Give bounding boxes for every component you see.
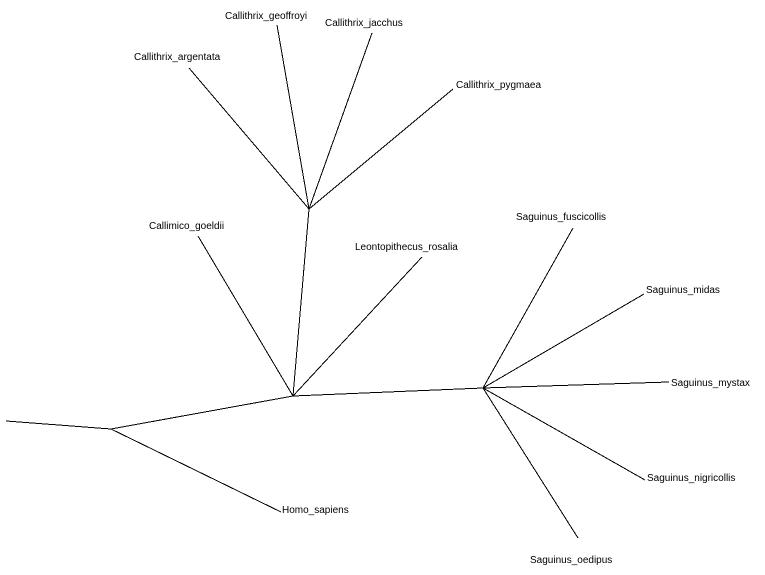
- tip-label-callithrix-argentata: Callithrix_argentata: [134, 52, 221, 63]
- branch-callithrix-jacchus: [308, 32, 373, 210]
- branch-to-saguinus-clade: [292, 387, 484, 397]
- branch-saguinus-oedipus: [482, 387, 579, 539]
- tip-label-callithrix-jacchus: Callithrix_jacchus: [325, 18, 403, 29]
- branch-saguinus-mystax: [482, 381, 670, 389]
- branch-homo-sapiens: [110, 428, 282, 513]
- branch-to-callithrix-clade: [292, 208, 310, 397]
- branch-callimico-goeldii: [197, 235, 294, 397]
- branch-root-stem: [5, 420, 112, 430]
- tip-label-callithrix-pygmaea: Callithrix_pygmaea: [456, 80, 541, 91]
- branch-saguinus-fuscicollis: [482, 227, 574, 389]
- branch-callithrix-pygmaea: [308, 88, 454, 210]
- branch-root-to-ingroup: [110, 395, 294, 430]
- branch-callithrix-argentata: [188, 67, 310, 210]
- tip-labels: Callithrix_geoffroyi Callithrix_jacchus …: [134, 11, 750, 566]
- tip-label-homo-sapiens: Homo_sapiens: [282, 505, 349, 516]
- tip-label-saguinus-fuscicollis: Saguinus_fuscicollis: [516, 212, 606, 223]
- tip-label-saguinus-oedipus: Saguinus_oedipus: [530, 555, 612, 566]
- tip-label-saguinus-midas: Saguinus_midas: [646, 285, 720, 296]
- branch-callithrix-geoffroyi: [276, 24, 310, 210]
- tree-branches: [5, 24, 670, 539]
- branch-saguinus-midas: [482, 293, 645, 389]
- tip-label-saguinus-mystax: Saguinus_mystax: [671, 378, 750, 389]
- tip-label-saguinus-nigricollis: Saguinus_nigricollis: [647, 473, 735, 484]
- tip-label-callithrix-geoffroyi: Callithrix_geoffroyi: [225, 11, 307, 22]
- branch-leontopithecus-rosalia: [292, 256, 423, 397]
- tip-label-callimico-goeldii: Callimico_goeldii: [149, 221, 224, 232]
- branch-saguinus-nigricollis: [482, 387, 646, 481]
- tip-label-leontopithecus-rosalia: Leontopithecus_rosalia: [355, 242, 458, 253]
